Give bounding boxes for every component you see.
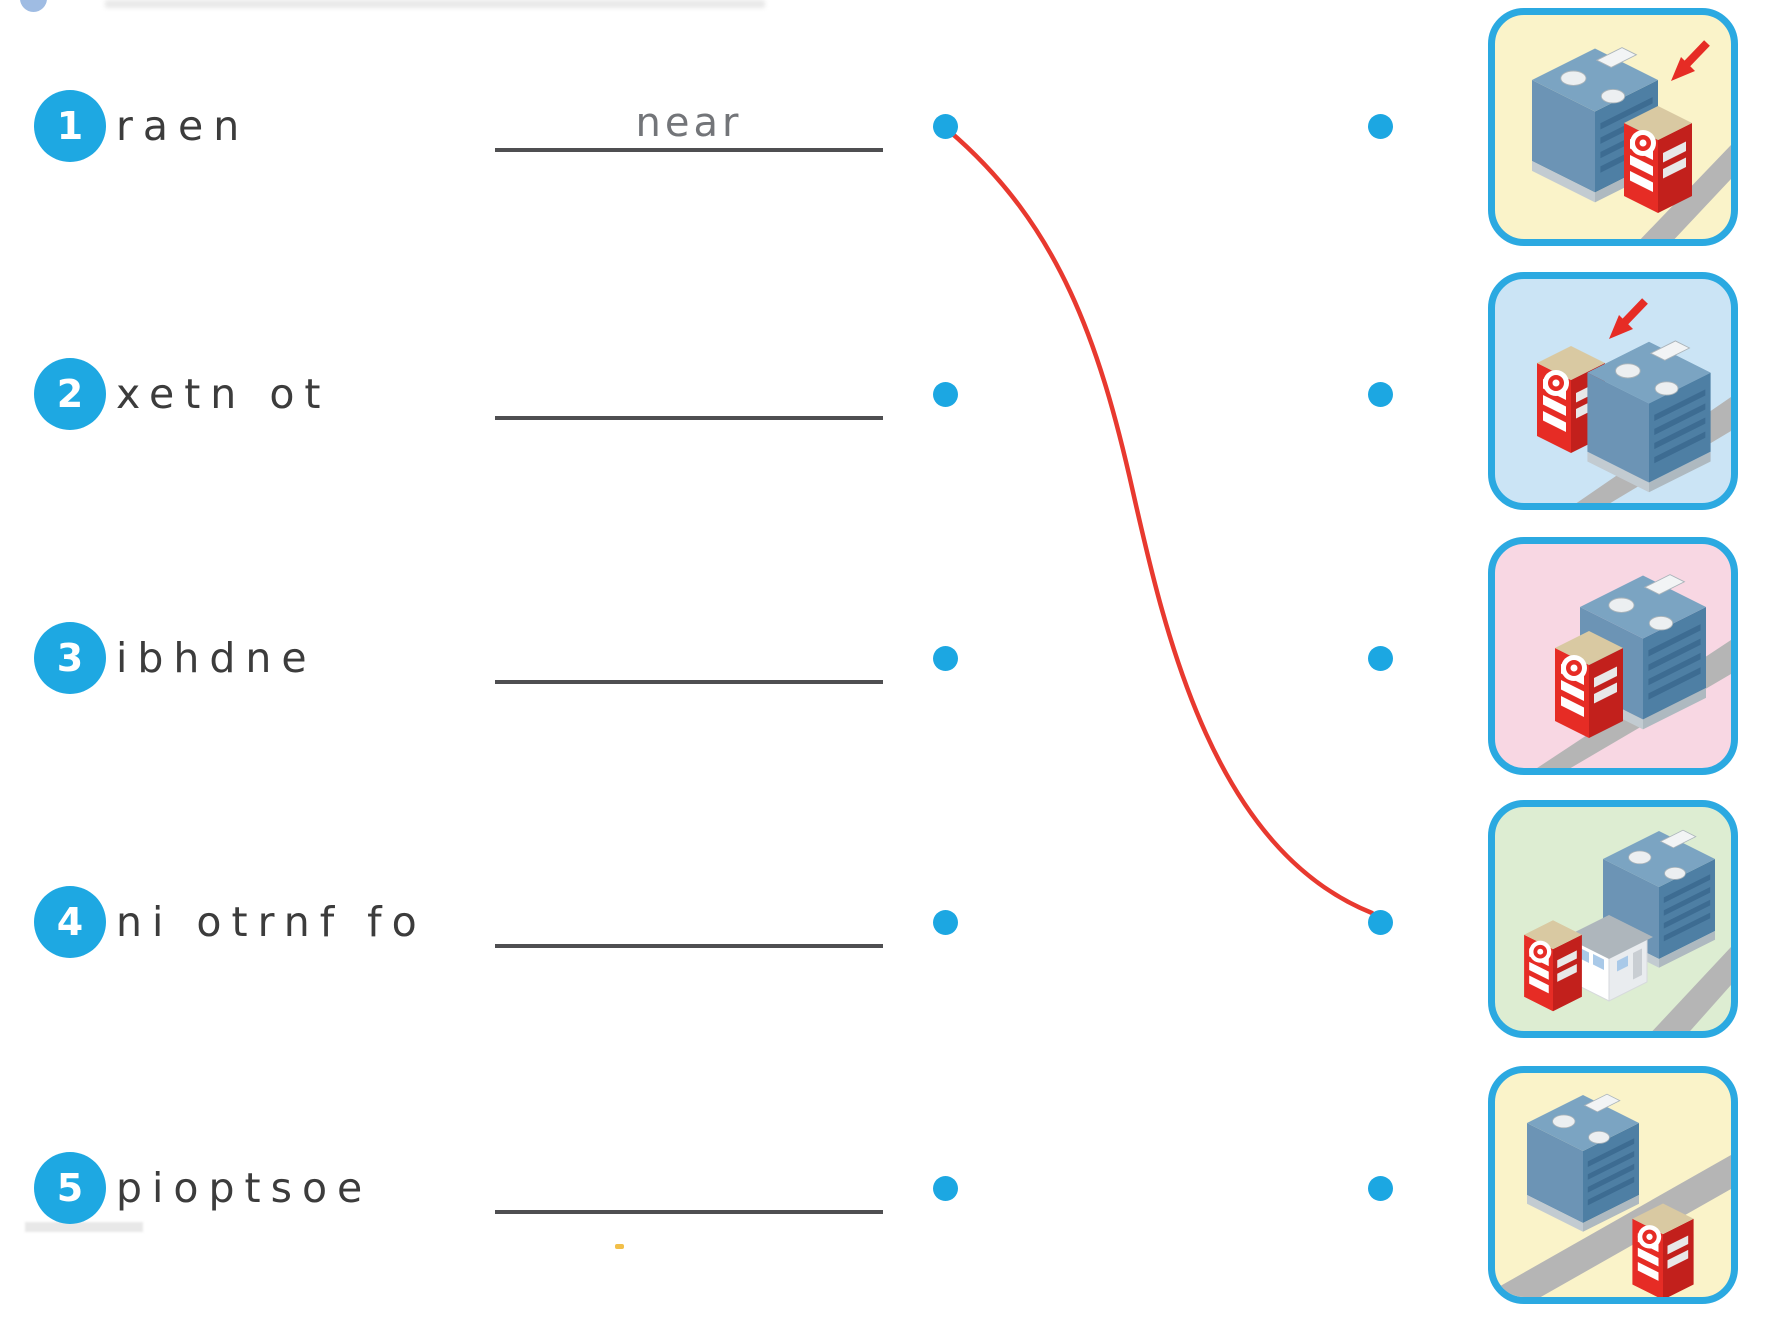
office-building-icon bbox=[1527, 1093, 1639, 1232]
match-dot-left[interactable] bbox=[933, 646, 958, 671]
fire-station-icon bbox=[1632, 1203, 1694, 1297]
scrambled-word: pioptsoe bbox=[116, 1164, 373, 1212]
item-number-badge: 1 bbox=[34, 90, 106, 162]
item-number-badge: 4 bbox=[34, 886, 106, 958]
item-number: 2 bbox=[56, 372, 84, 416]
exercise-row: 5 pioptsoe bbox=[0, 1128, 1470, 1248]
scrambled-word: raen bbox=[116, 102, 250, 150]
match-dot-left[interactable] bbox=[933, 910, 958, 935]
match-dot-right[interactable] bbox=[1368, 646, 1393, 671]
item-number-badge: 3 bbox=[34, 622, 106, 694]
road-icon bbox=[1495, 1155, 1731, 1297]
fire-station-icon bbox=[1624, 106, 1692, 213]
picture-card[interactable] bbox=[1488, 537, 1738, 775]
pointer-arrow-icon bbox=[1671, 40, 1710, 81]
picture-card[interactable] bbox=[1488, 1066, 1738, 1304]
answer-blank-line[interactable] bbox=[495, 1210, 883, 1214]
match-dot-left[interactable] bbox=[933, 114, 958, 139]
match-dot-right[interactable] bbox=[1368, 382, 1393, 407]
match-dot-right[interactable] bbox=[1368, 114, 1393, 139]
item-number-badge: 5 bbox=[34, 1152, 106, 1224]
item-number: 5 bbox=[56, 1166, 84, 1210]
scan-artifact bbox=[105, 0, 765, 8]
answer-blank-line[interactable] bbox=[495, 680, 883, 684]
scrambled-word: ni otrnf fo bbox=[116, 898, 427, 946]
match-dot-right[interactable] bbox=[1368, 1176, 1393, 1201]
scrambled-word: xetn ot bbox=[116, 370, 331, 418]
item-number: 3 bbox=[56, 636, 84, 680]
office-building-icon bbox=[1587, 340, 1711, 493]
exercise-row: 4 ni otrnf fo bbox=[0, 862, 1470, 982]
scan-artifact bbox=[20, 0, 47, 12]
picture-card[interactable] bbox=[1488, 8, 1738, 246]
item-number-badge: 2 bbox=[34, 358, 106, 430]
answer-blank-line[interactable] bbox=[495, 944, 883, 948]
exercise-row: 1 raen near bbox=[0, 66, 1470, 186]
exercise-row: 3 ibhdne bbox=[0, 598, 1470, 718]
fire-station-icon bbox=[1524, 920, 1582, 1012]
item-number: 1 bbox=[56, 104, 84, 148]
match-dot-left[interactable] bbox=[933, 382, 958, 407]
picture-card[interactable] bbox=[1488, 800, 1738, 1038]
fire-station-icon bbox=[1555, 631, 1623, 738]
pointer-arrow-icon bbox=[1609, 298, 1648, 339]
match-dot-left[interactable] bbox=[933, 1176, 958, 1201]
match-dot-right[interactable] bbox=[1368, 910, 1393, 935]
written-answer: near bbox=[635, 100, 743, 146]
exercise-row: 2 xetn ot bbox=[0, 334, 1470, 454]
picture-card[interactable] bbox=[1488, 272, 1738, 510]
item-number: 4 bbox=[56, 900, 84, 944]
answer-blank-line[interactable] bbox=[495, 148, 883, 152]
answer-blank-line[interactable] bbox=[495, 416, 883, 420]
scrambled-word: ibhdne bbox=[116, 634, 317, 682]
